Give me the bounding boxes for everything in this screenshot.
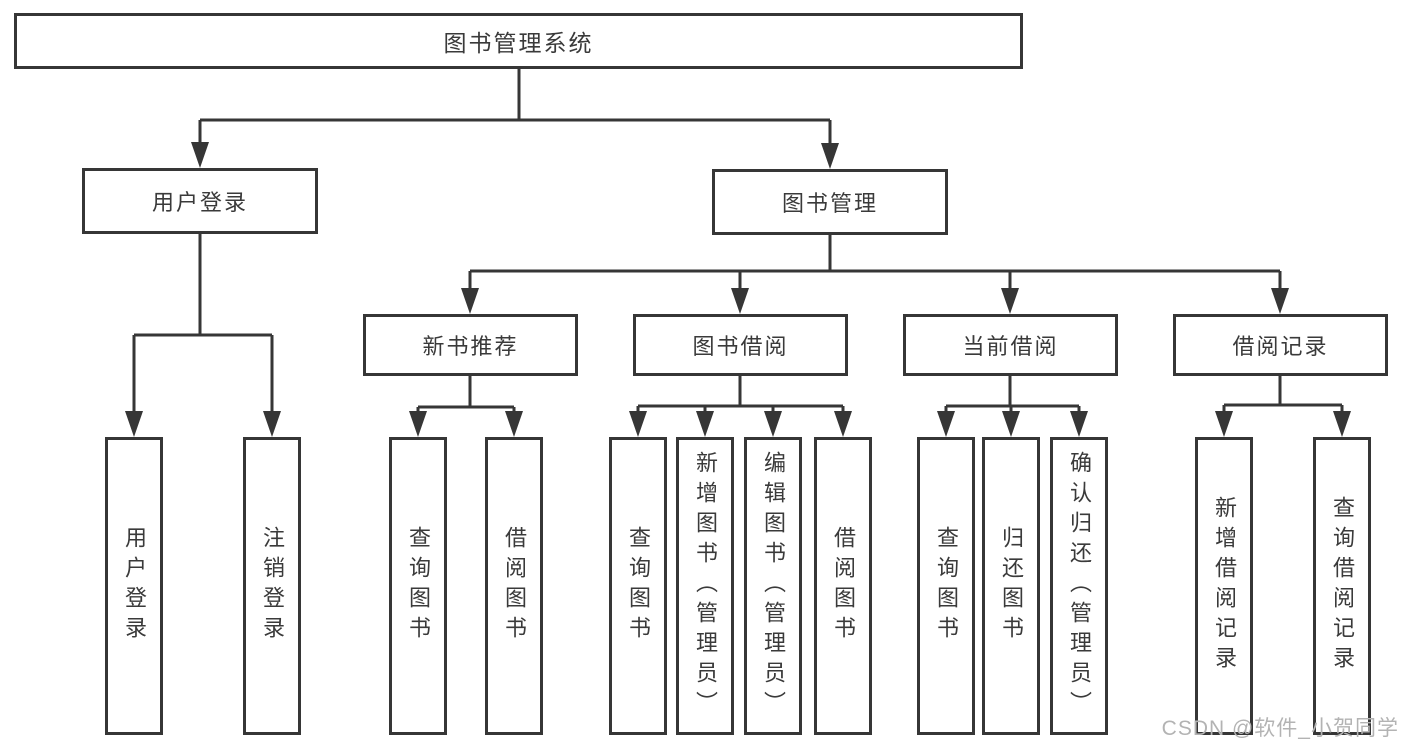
node-root-label: 图书管理系统 [443,30,594,56]
arrowheads [125,142,1351,437]
node-leaf-user-login: 用户登录 [105,437,163,735]
node-borrow-records: 借阅记录 [1173,314,1388,376]
node-leaf-return-books: 归还图书 [982,437,1040,735]
node-leaf-query-books-borrowing: 查询图书 [609,437,667,735]
node-leaf-query-books-current-label: 查询图书 [934,526,959,646]
connector-new-book-to-leaves [416,376,516,412]
node-leaf-logout-label: 注销登录 [260,526,285,646]
node-current-borrowing-label: 当前借阅 [962,334,1059,359]
node-leaf-add-borrow-record-label: 新增借阅记录 [1212,496,1237,676]
watermark: CSDN @软件_小贺同学 [1161,717,1399,740]
node-leaf-add-book-admin-label: 新增图书（管理员） [693,451,718,721]
node-leaf-borrow-books-borrowing: 借阅图书 [814,437,872,735]
connector-borrow-records-to-leaves [1222,376,1344,412]
node-leaf-query-books-recommend: 查询图书 [389,437,447,735]
node-leaf-edit-book-admin: 编辑图书（管理员） [744,437,802,735]
node-leaf-query-books-borrowing-label: 查询图书 [626,526,651,646]
node-root: 图书管理系统 [14,13,1023,69]
connector-book-management-to-level3 [468,234,1282,289]
node-leaf-confirm-return-admin: 确认归还（管理员） [1050,437,1108,735]
node-book-management-label: 图书管理 [781,191,878,216]
node-book-borrowing-label: 图书借阅 [692,334,789,359]
node-leaf-borrow-books-recommend-label: 借阅图书 [502,526,527,646]
node-new-book-recommendation-label: 新书推荐 [422,334,519,359]
node-leaf-query-books-current: 查询图书 [917,437,975,735]
node-leaf-return-books-label: 归还图书 [999,526,1024,646]
node-leaf-query-borrow-record: 查询借阅记录 [1313,437,1371,735]
node-borrow-records-label: 借阅记录 [1232,334,1329,359]
node-leaf-borrow-books-borrowing-label: 借阅图书 [831,526,856,646]
node-book-management: 图书管理 [712,169,948,235]
node-book-borrowing: 图书借阅 [633,314,848,376]
node-leaf-borrow-books-recommend: 借阅图书 [485,437,543,735]
node-user-login: 用户登录 [82,168,318,234]
connector-root-to-level2 [198,69,832,144]
node-user-login-label: 用户登录 [151,190,248,215]
node-current-borrowing: 当前借阅 [903,314,1118,376]
node-leaf-logout: 注销登录 [243,437,301,735]
node-leaf-add-book-admin: 新增图书（管理员） [676,437,734,735]
node-leaf-user-login-label: 用户登录 [122,526,147,646]
node-new-book-recommendation: 新书推荐 [363,314,578,376]
node-leaf-edit-book-admin-label: 编辑图书（管理员） [761,451,786,721]
node-leaf-query-books-recommend-label: 查询图书 [406,526,431,646]
connector-user-login-to-leaves [132,233,274,412]
node-leaf-add-borrow-record: 新增借阅记录 [1195,437,1253,735]
node-leaf-confirm-return-admin-label: 确认归还（管理员） [1067,451,1092,721]
connector-current-borrowing-to-leaves [944,376,1081,412]
node-leaf-query-borrow-record-label: 查询借阅记录 [1330,496,1355,676]
connector-book-borrowing-to-leaves [636,376,845,412]
